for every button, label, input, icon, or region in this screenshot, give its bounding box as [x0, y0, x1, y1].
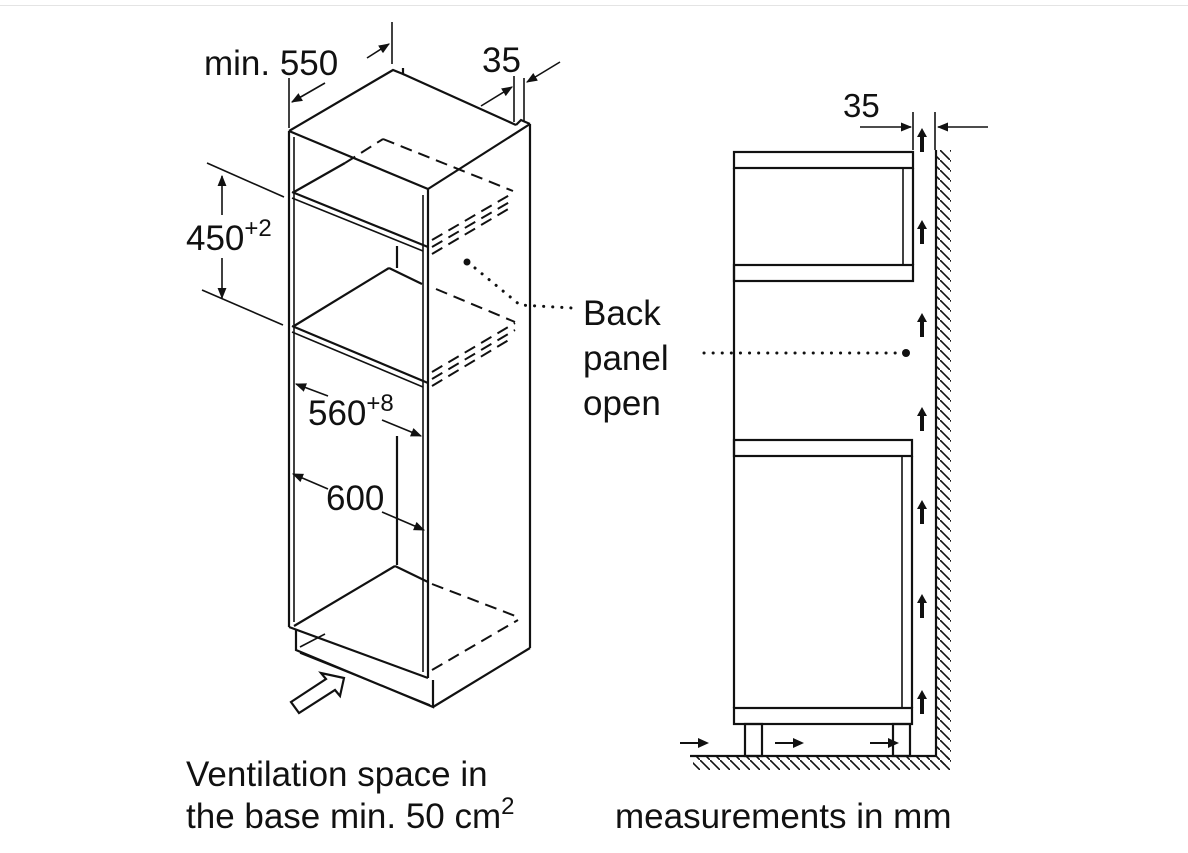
- label-back-panel-2: panel: [583, 339, 669, 378]
- label-back-panel-3: open: [583, 384, 661, 423]
- dimension-niche-width: 560+8: [294, 383, 423, 437]
- airflow-arrow-icon: [289, 671, 346, 715]
- back-panel-callout: Back panel open: [463, 258, 910, 423]
- label-cabinet-width: 600: [326, 479, 384, 518]
- label-back-panel-1: Back: [583, 294, 661, 333]
- label-niche-height: 450+2: [186, 215, 272, 258]
- top-border: [0, 0, 1188, 6]
- dimension-gap-top: 35: [480, 41, 561, 122]
- dimension-niche-height: 450+2: [186, 162, 285, 326]
- label-width-min: min. 550: [204, 44, 338, 83]
- dimension-width-min: min. 550: [204, 22, 393, 128]
- side-section-view: 35: [680, 87, 988, 770]
- units-note: measurements in mm: [615, 797, 951, 836]
- label-gap-side: 35: [843, 87, 880, 124]
- ventilation-note-line1: Ventilation space in: [186, 755, 488, 794]
- airflow-up-arrows-icon: [917, 128, 927, 714]
- isometric-cabinet: [287, 68, 532, 715]
- airflow-right-arrows-icon: [680, 738, 899, 748]
- ventilation-note-line2: the base min. 50 cm2: [186, 793, 515, 836]
- label-gap-top: 35: [482, 41, 521, 80]
- label-niche-width: 560+8: [308, 390, 394, 433]
- dimension-cabinet-width: 600: [291, 473, 426, 531]
- dimension-gap-side: 35: [843, 87, 988, 150]
